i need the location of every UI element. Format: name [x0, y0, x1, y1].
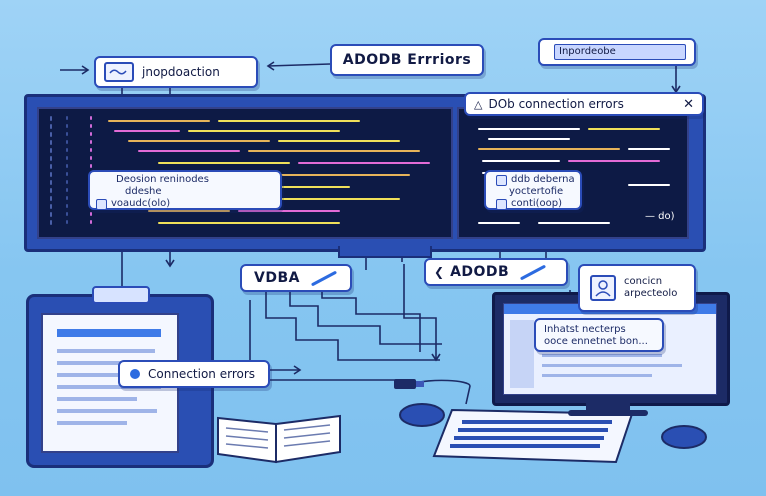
- keyboard-icon: [432, 408, 634, 464]
- left-popup-title: Deosion reninodes: [116, 174, 209, 185]
- top-left-label: jnopdoaction: [94, 56, 258, 88]
- adodb-label: ❮ ADODB: [424, 258, 568, 286]
- connection-errors-text: Connection errors: [148, 367, 256, 381]
- mouse-icon: [399, 403, 445, 427]
- left-popup-line3: voaudc(olo): [111, 198, 171, 209]
- desktop-note-line2: ooce ennetnet bon...: [544, 336, 648, 347]
- desktop-stand: [586, 398, 630, 412]
- warning-icon: △: [474, 97, 483, 111]
- arrow-icon: ❮: [434, 265, 445, 279]
- top-right-label: Inpordeobe: [538, 38, 696, 66]
- top-left-label-text: jnopdoaction: [142, 65, 220, 79]
- pen-icon: [310, 270, 338, 286]
- left-popup-line2: ddeshe: [125, 186, 162, 197]
- contact-card: concicn arpecteolo: [578, 264, 696, 312]
- window-icon: [104, 62, 134, 82]
- book-icon: [217, 414, 341, 464]
- right-popup-line1: ddb deberna: [511, 174, 575, 185]
- top-center-label: ADODB Errriors: [330, 44, 484, 76]
- desktop-base: [568, 410, 648, 416]
- left-popup: Deosion reninodes ddeshe voaudc(olo): [88, 170, 282, 210]
- right-code-tail: — do): [645, 211, 675, 222]
- close-icon[interactable]: ✕: [683, 96, 694, 112]
- contact-line2: arpecteolo: [624, 288, 678, 299]
- top-right-label-text: Inpordeobe: [559, 46, 616, 57]
- tablet-clip: [92, 286, 150, 304]
- checkbox-icon: [96, 198, 107, 210]
- checkbox-icon: [496, 198, 507, 210]
- top-center-label-text: ADODB Errriors: [342, 52, 472, 68]
- right-popup: ddb deberna yoctertofie conti(oop): [484, 170, 582, 210]
- vdba-label-text: VDBA: [254, 270, 300, 286]
- mouse-icon: [661, 425, 707, 449]
- right-popup-line3: conti(oop): [511, 198, 563, 209]
- right-header-text: DOb connection errors: [488, 97, 624, 111]
- tablet-header-bar: [57, 329, 161, 337]
- right-popup-line2: yoctertofie: [509, 186, 564, 197]
- desktop-note-line1: Inhatst necterps: [544, 324, 626, 335]
- adodb-label-text: ADODB: [450, 264, 510, 280]
- contact-line1: concicn: [624, 276, 663, 287]
- usb-plug-icon: [394, 379, 424, 389]
- vdba-label: VDBA: [240, 264, 352, 292]
- code-lines-right: [478, 128, 670, 224]
- checkbox-icon: [496, 174, 507, 186]
- pen-icon: [520, 264, 547, 280]
- info-icon: [130, 369, 140, 379]
- monitor-stand: [338, 246, 432, 258]
- desktop-note: Inhatst necterps ooce ennetnet bon...: [534, 318, 664, 352]
- connection-errors-label: Connection errors: [118, 360, 270, 388]
- right-window-header: △ DOb connection errors ✕: [464, 92, 704, 116]
- user-icon: [590, 275, 616, 301]
